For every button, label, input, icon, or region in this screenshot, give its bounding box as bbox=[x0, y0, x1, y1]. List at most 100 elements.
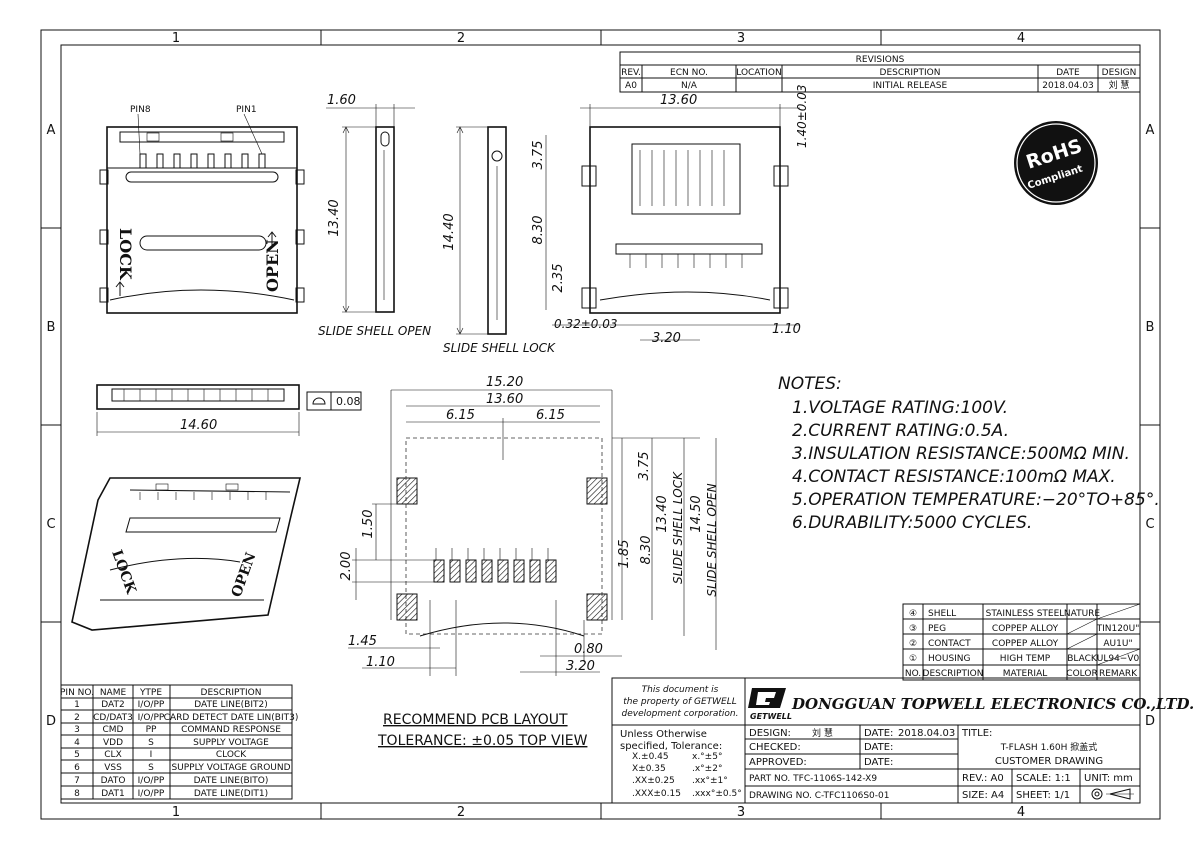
pin-header-desc: DESCRIPTION bbox=[201, 688, 262, 698]
dim-3-75: 3.75 bbox=[531, 141, 546, 170]
pcb-dim-1-85: 1.85 bbox=[617, 540, 632, 569]
row-label-a: A bbox=[47, 123, 56, 138]
bom-row2-no: ③ bbox=[909, 624, 917, 634]
bom-header-mat: MATERIAL bbox=[1003, 669, 1048, 679]
pcb-pad-top-left bbox=[396, 477, 418, 505]
approved-label: APPROVED: bbox=[749, 757, 807, 768]
row-label-b-right: B bbox=[1146, 320, 1155, 335]
bom-row3-mat: COPPEP ALLOY bbox=[992, 639, 1059, 649]
row-label-d-right: D bbox=[1145, 714, 1155, 729]
drawing-title-1: T-FLASH 1.60H 掀盖式 bbox=[1000, 741, 1097, 753]
row-label-c-right: C bbox=[1145, 517, 1154, 532]
tol-linear-1: X±0.35 bbox=[632, 764, 666, 774]
approved-date-label: DATE: bbox=[864, 757, 893, 768]
pcb-pad-bottom-right bbox=[586, 593, 608, 621]
pin-row-type: I bbox=[150, 750, 153, 760]
revisions-table: REVISIONS REV. ECN NO. LOCATION DESCRIPT… bbox=[619, 51, 1141, 93]
col-label-4-bottom: 4 bbox=[1017, 805, 1025, 820]
rev-cell-rev: A0 bbox=[625, 81, 637, 91]
bom-row4-remark: UL94−V0 bbox=[1097, 654, 1140, 664]
pin-row-no: 4 bbox=[74, 738, 80, 748]
company-name: DONGGUAN TOPWELL ELECTRONICS CO.,LTD. bbox=[791, 695, 1194, 713]
pin-table: PIN NO. NAME YTPE DESCRIPTION 1 DAT2 I/O… bbox=[60, 684, 298, 800]
slide-shell-lock-label: SLIDE SHELL LOCK bbox=[443, 341, 556, 355]
notes-title: NOTES: bbox=[778, 374, 842, 394]
note-6: 6.DURABILITY:5000 CYCLES. bbox=[792, 513, 1032, 533]
dim-1-40: 1.40±0.03 bbox=[795, 85, 809, 149]
dim-13-60-top: 13.60 bbox=[660, 93, 697, 108]
pin-row-desc: CLOCK bbox=[216, 750, 247, 760]
getwell-logo-text: GETWELL bbox=[750, 712, 792, 721]
pcb-dim-8-30: 8.30 bbox=[639, 536, 654, 565]
bom-row1-color: NATURE bbox=[1064, 609, 1101, 619]
title-label: TITLE: bbox=[961, 728, 992, 739]
part-no: PART NO. TFC-1106S-142-X9 bbox=[749, 774, 877, 784]
rev-header-location: LOCATION bbox=[736, 68, 782, 78]
rev-cell-description: INITIAL RELEASE bbox=[873, 81, 948, 91]
drawing-title-2: CUSTOMER DRAWING bbox=[995, 756, 1103, 767]
pcb-dim-13-40: 13.40 bbox=[655, 495, 670, 532]
pin-row-desc: DATE LINE(DIT1) bbox=[194, 789, 268, 799]
pcb-layout-title: RECOMMEND PCB LAYOUT bbox=[383, 712, 568, 728]
side-view-open: 1.60 13.40 SLIDE SHELL OPEN bbox=[318, 93, 431, 338]
pin-row-no: 6 bbox=[74, 763, 80, 773]
bom-row4-mat: HIGH TEMP bbox=[1000, 654, 1051, 664]
pin-row-name: CLX bbox=[104, 750, 121, 760]
dim-3-20-top: 3.20 bbox=[652, 331, 681, 346]
pin-row-name: VDD bbox=[103, 738, 123, 748]
tol-linear-2: .XX±0.25 bbox=[632, 776, 675, 786]
bom-row1-mat: STAINLESS STEEL bbox=[986, 609, 1065, 619]
projection-symbol-icon bbox=[1091, 788, 1134, 800]
checked-date-label: DATE: bbox=[864, 742, 893, 753]
dim-0-32: 0.32±0.03 bbox=[554, 317, 618, 331]
rev-header-ecn: ECN NO. bbox=[670, 68, 708, 78]
pin-row-type: I/O/PP bbox=[138, 776, 165, 786]
pin-rows: 1 DAT2 I/O/PP DATE LINE(BIT2) 2 CD/DAT3 … bbox=[74, 700, 298, 799]
bom-row1-no: ④ bbox=[909, 609, 917, 619]
size-field: SIZE: A4 bbox=[962, 790, 1004, 801]
pcb-dim-6-15-left: 6.15 bbox=[446, 408, 475, 423]
tol-angular-3: .xxx°±0.5° bbox=[692, 789, 742, 799]
note-4: 4.CONTACT RESISTANCE:100mΩ MAX. bbox=[792, 467, 1116, 487]
connector-isometric-view: LOCK OPEN bbox=[71, 477, 302, 631]
pcb-lock-label: SLIDE SHELL LOCK bbox=[671, 471, 685, 584]
property-line-2: the property of GETWELL bbox=[623, 697, 737, 707]
pin-row-type: S bbox=[148, 763, 154, 773]
rohs-badge: RoHS Compliant bbox=[1014, 121, 1098, 205]
bom-row4-no: ① bbox=[909, 654, 917, 664]
pin-row-no: 3 bbox=[74, 725, 80, 735]
pin-row-name: CMD bbox=[103, 725, 124, 735]
pin-row-desc: CARD DETECT DATE LIN(BIT3) bbox=[164, 713, 299, 723]
lock-label: LOCK bbox=[116, 228, 135, 281]
rev-header-design: DESIGN bbox=[1102, 68, 1137, 78]
open-label: OPEN bbox=[263, 239, 282, 292]
row-label-b: B bbox=[47, 320, 56, 335]
row-label-a-right: A bbox=[1146, 123, 1155, 138]
bom-row2-remark: TIN120U" bbox=[1096, 624, 1140, 634]
row-label-d: D bbox=[46, 714, 56, 729]
bom-header-desc: DESCRIPTION bbox=[923, 669, 984, 679]
checked-label: CHECKED: bbox=[749, 742, 801, 753]
tolerance-title-1: Unless Otherwise bbox=[620, 729, 707, 740]
sheet-frame: 1 2 3 4 1 2 3 4 A B C D A B C D bbox=[40, 29, 1161, 820]
pcb-dim-2-00: 2.00 bbox=[339, 552, 354, 581]
tol-angular-0: x.°±5° bbox=[692, 752, 722, 762]
connector-top-view: PIN8 PIN1 LOCK OPEN bbox=[99, 105, 305, 314]
bom-row3-remark: AU1U" bbox=[1103, 639, 1132, 649]
design-label: DESIGN: bbox=[749, 728, 791, 739]
pin-row-desc: SUPPLY VOLTAGE bbox=[193, 738, 269, 748]
note-1: 1.VOLTAGE RATING:100V. bbox=[792, 398, 1008, 418]
pin-row-desc: DATE LINE(BIT2) bbox=[194, 700, 267, 710]
pin-header-name: NAME bbox=[100, 688, 127, 698]
pin-row-name: DATO bbox=[101, 776, 126, 786]
pin1-label: PIN1 bbox=[236, 105, 257, 115]
pin-row-name: VSS bbox=[104, 763, 122, 773]
rev-field: REV.: A0 bbox=[962, 773, 1004, 784]
note-2: 2.CURRENT RATING:0.5A. bbox=[792, 421, 1009, 441]
iso-open-label: OPEN bbox=[229, 550, 260, 599]
title-block: This document is the property of GETWELL… bbox=[611, 677, 1194, 804]
pin-row-desc: SUPPLY VOLTAGE GROUND bbox=[171, 763, 290, 773]
date-value: 2018.04.03 bbox=[898, 728, 955, 739]
bom-header-remark: REMARK bbox=[1099, 669, 1138, 679]
